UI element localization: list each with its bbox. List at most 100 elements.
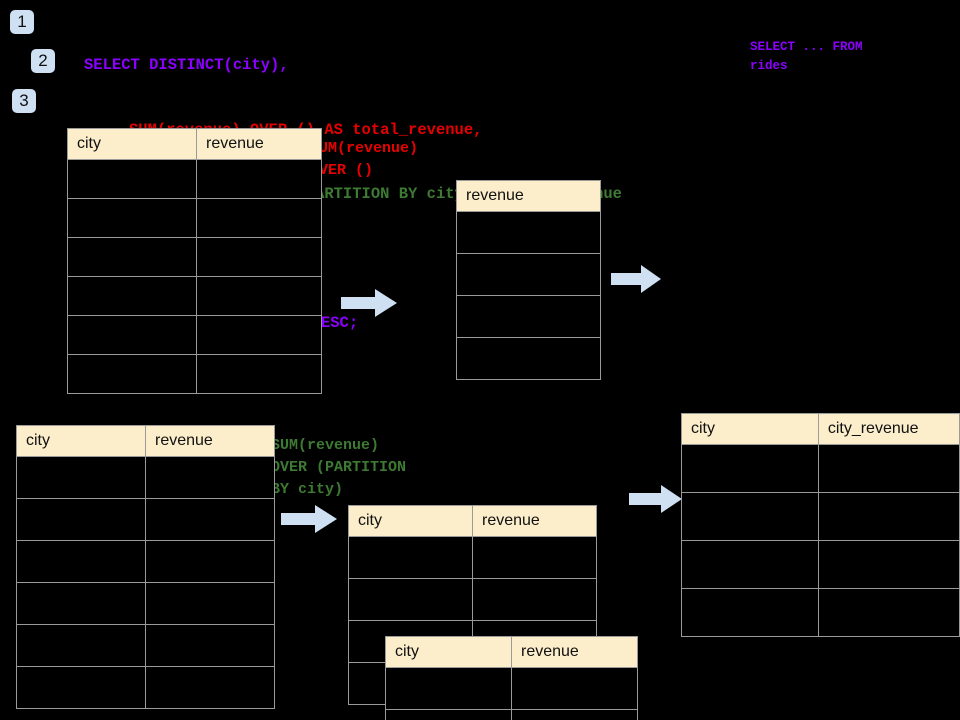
cell-city	[16, 540, 146, 583]
cell-city	[16, 456, 146, 499]
table-body	[16, 456, 275, 709]
cell-revenue	[472, 536, 597, 579]
annotation-sum-over-empty: SUM(revenue) OVER ()	[310, 140, 419, 179]
annotation-select-from-rides: SELECT ... FROM rides	[750, 40, 863, 73]
cell-city	[681, 540, 819, 589]
table-row	[67, 315, 322, 355]
partition-group-table-front: city revenue	[385, 636, 638, 720]
cell-city-revenue	[817, 540, 960, 589]
cell-city	[681, 492, 819, 541]
table-row	[456, 337, 601, 380]
column-header-city: city	[16, 425, 146, 457]
step-badge-3: 3	[12, 89, 36, 113]
rides-source-table-top: city revenue	[67, 128, 322, 394]
cell-city	[67, 159, 197, 199]
cell-revenue	[145, 498, 275, 541]
cell-revenue	[196, 237, 322, 277]
cell-revenue	[456, 337, 601, 380]
cell-city	[385, 667, 512, 710]
column-header-city: city	[681, 413, 819, 445]
cell-city-revenue	[817, 444, 960, 493]
table-row	[67, 198, 322, 238]
table-row	[16, 456, 275, 499]
table-row	[681, 588, 960, 637]
cell-city	[348, 578, 473, 621]
table-header-row: revenue	[456, 180, 601, 212]
cell-city	[67, 315, 197, 355]
step-badge-1: 1	[10, 10, 34, 34]
cell-revenue	[145, 666, 275, 709]
table-row	[16, 666, 275, 709]
cell-city	[16, 624, 146, 667]
cell-revenue	[196, 315, 322, 355]
table-header-row: city revenue	[67, 128, 322, 160]
table-row	[67, 159, 322, 199]
annotation-sum-over-partition: SUM(revenue) OVER (PARTITION BY city)	[271, 437, 407, 498]
table-body	[456, 211, 601, 380]
table-body	[681, 444, 960, 637]
table-row	[681, 444, 960, 493]
cell-city	[681, 588, 819, 637]
cell-city	[16, 498, 146, 541]
table-row	[348, 536, 597, 579]
table-row	[456, 211, 601, 254]
column-header-revenue: revenue	[511, 636, 638, 668]
table-body	[67, 159, 322, 394]
cell-city	[67, 237, 197, 277]
cell-revenue	[145, 582, 275, 625]
table-row	[16, 498, 275, 541]
cell-revenue	[145, 540, 275, 583]
column-header-revenue: revenue	[472, 505, 597, 537]
result-table: city city_revenue	[681, 413, 960, 637]
cell-revenue	[456, 253, 601, 296]
table-row	[456, 295, 601, 338]
column-header-city: city	[385, 636, 512, 668]
arrow-partition-to-result	[629, 485, 682, 513]
column-header-city: city	[348, 505, 473, 537]
cell-city	[385, 709, 512, 720]
cell-revenue	[145, 624, 275, 667]
column-header-revenue: revenue	[456, 180, 601, 212]
step-badge-2: 2	[31, 49, 55, 73]
column-header-city-revenue: city_revenue	[817, 413, 960, 445]
table-row	[348, 578, 597, 621]
cell-city-revenue	[817, 588, 960, 637]
cell-revenue	[196, 354, 322, 394]
table-row	[67, 276, 322, 316]
table-row	[16, 540, 275, 583]
cell-revenue	[456, 295, 601, 338]
cell-revenue	[145, 456, 275, 499]
cell-city	[67, 354, 197, 394]
table-row	[681, 540, 960, 589]
table-row	[16, 582, 275, 625]
cell-revenue	[511, 667, 638, 710]
arrow-source-to-partition	[281, 505, 337, 533]
table-row	[385, 709, 638, 720]
table-header-row: city revenue	[16, 425, 275, 457]
arrow-source-to-total	[341, 289, 397, 317]
cell-city	[16, 582, 146, 625]
cell-city	[16, 666, 146, 709]
table-row	[67, 354, 322, 394]
table-header-row: city city_revenue	[681, 413, 960, 445]
arrow-total-to-result	[611, 265, 661, 293]
cell-revenue	[511, 709, 638, 720]
cell-city	[67, 276, 197, 316]
table-header-row: city revenue	[385, 636, 638, 668]
cell-city-revenue	[817, 492, 960, 541]
sql-line-select: SELECT DISTINCT(city),	[84, 56, 289, 74]
cell-revenue	[196, 198, 322, 238]
column-header-city: city	[67, 128, 197, 160]
total-revenue-table: revenue	[456, 180, 601, 380]
column-header-revenue: revenue	[196, 128, 322, 160]
partition-group-table-back: city revenue	[348, 505, 597, 705]
table-body	[385, 667, 638, 720]
cell-city	[67, 198, 197, 238]
cell-city	[348, 536, 473, 579]
table-row	[385, 667, 638, 710]
column-header-revenue: revenue	[145, 425, 275, 457]
table-header-row: city revenue	[348, 505, 597, 537]
table-row	[456, 253, 601, 296]
cell-city	[681, 444, 819, 493]
